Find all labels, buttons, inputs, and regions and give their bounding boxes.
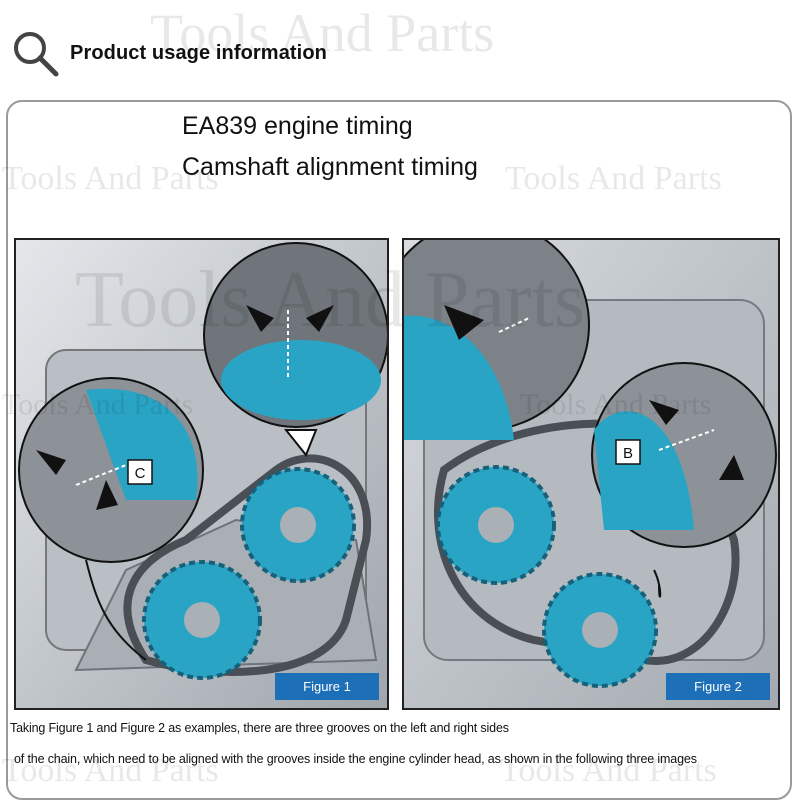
- content-frame: [6, 100, 792, 800]
- figure-2-zoom-top: [404, 240, 590, 440]
- figure-1-zoom-top: [203, 242, 387, 428]
- caption-line-1: Taking Figure 1 and Figure 2 as examples…: [10, 721, 509, 735]
- figure-2-illustration: B: [404, 240, 778, 708]
- figure-1-marker: C: [135, 465, 146, 482]
- figure-1-zoom-left: C: [18, 377, 204, 563]
- header: Product usage information: [0, 0, 800, 95]
- figure-2-marker: B: [623, 445, 633, 462]
- figure-1-gear-lower: [142, 560, 262, 680]
- figure-2-zoom-right: B: [591, 362, 777, 548]
- search-icon: [14, 32, 59, 77]
- figure-2-gear-lower: [542, 572, 658, 688]
- figure-2-label: Figure 2: [666, 673, 770, 700]
- heading-line-2: Camshaft alignment timing: [182, 153, 478, 181]
- heading-line-1: EA839 engine timing: [182, 112, 413, 140]
- figure-2-gear-upper: [436, 465, 556, 585]
- figure-1-label: Figure 1: [275, 673, 379, 700]
- figure-1-gear-upper: [240, 467, 356, 583]
- header-title: Product usage information: [70, 42, 327, 64]
- caption-line-2: of the chain, which need to be aligned w…: [14, 752, 697, 766]
- figure-1: C Figure 1: [14, 238, 389, 710]
- figure-1-illustration: C: [16, 240, 387, 708]
- figure-2: B Figure 2: [402, 238, 780, 710]
